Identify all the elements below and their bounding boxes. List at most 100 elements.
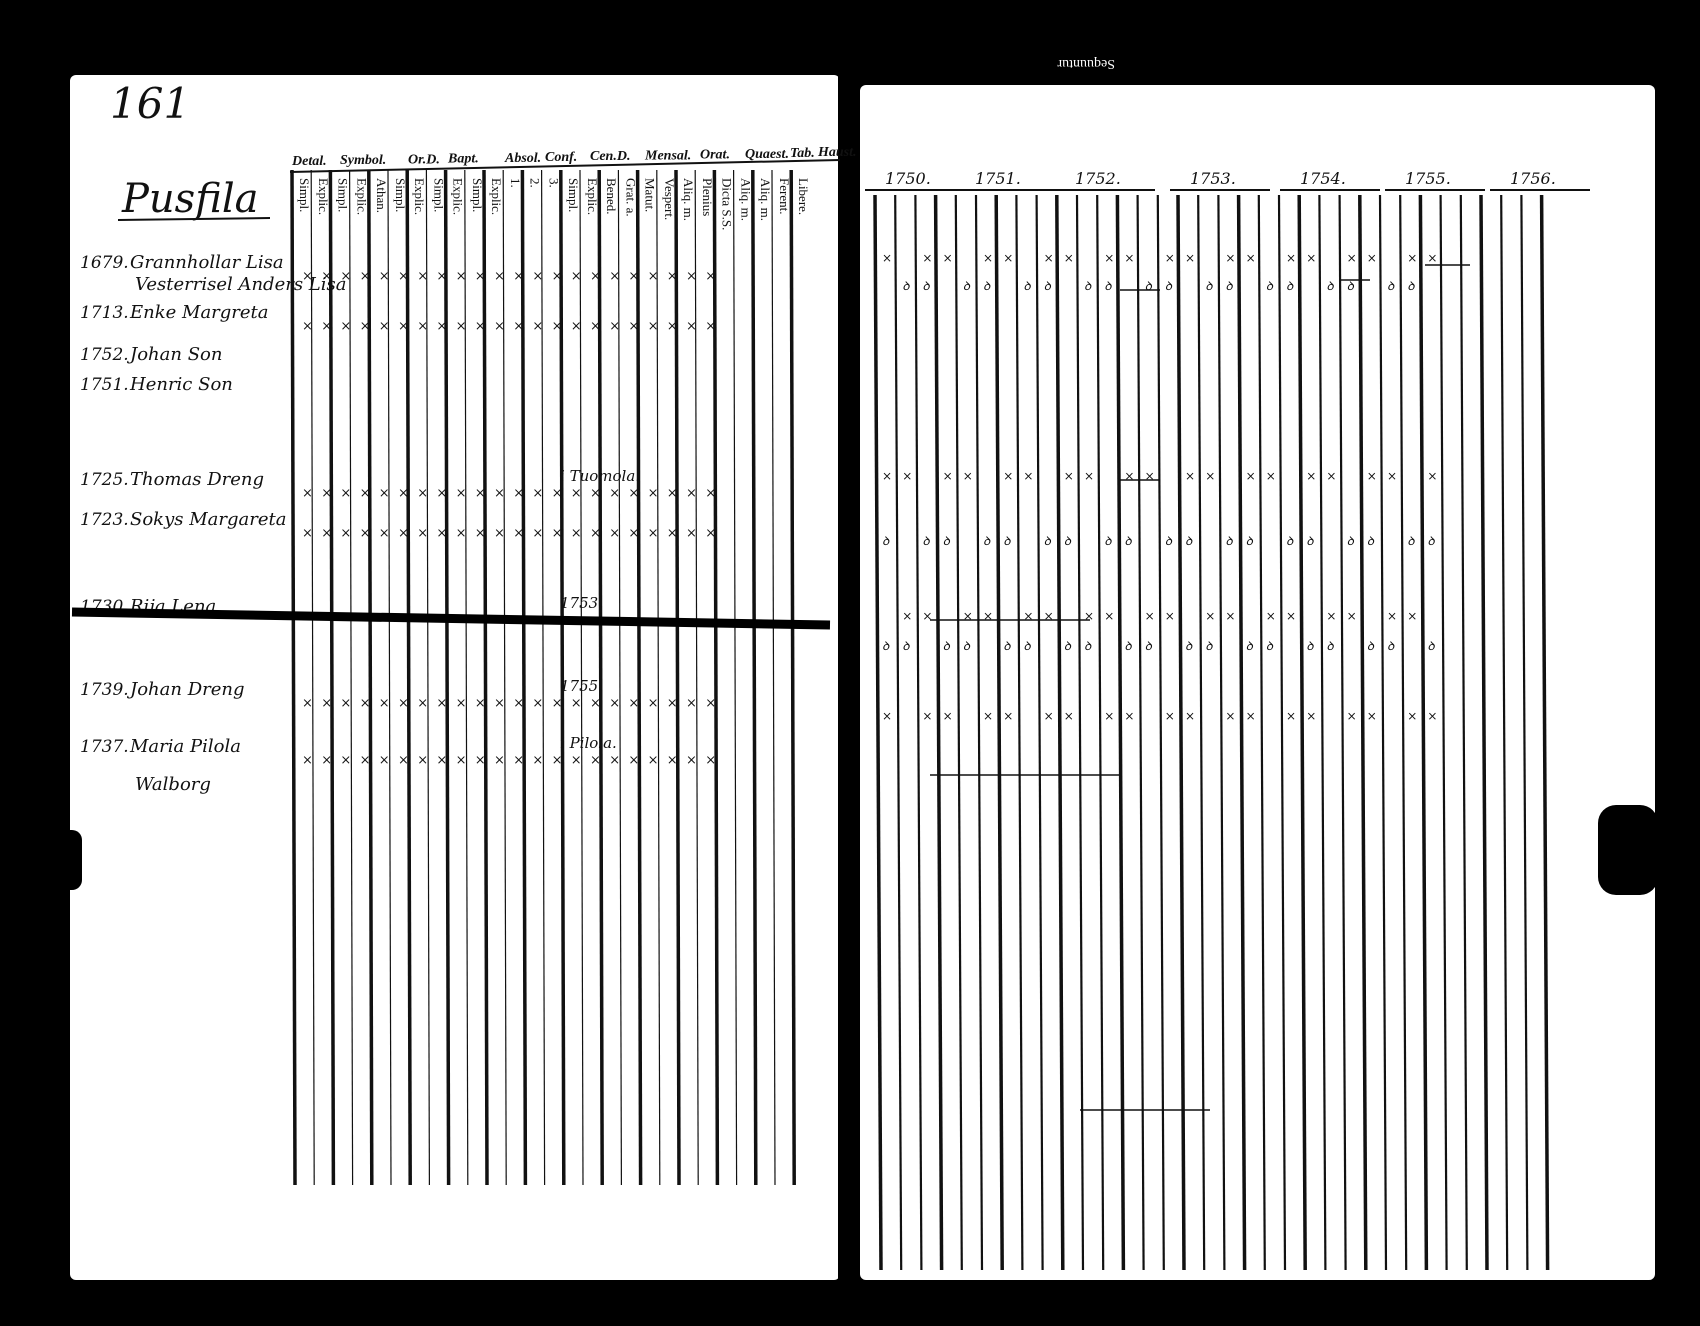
attendance-mark: × — [943, 469, 953, 483]
header-group: Symbol. — [340, 153, 386, 168]
birth-year: 1737. — [80, 737, 129, 757]
column-rule — [1500, 194, 1509, 1271]
attendance-mark: × — [1124, 251, 1134, 265]
sub-column-label: Explic. — [355, 178, 370, 215]
column-rule — [1115, 194, 1126, 1271]
person-name: Enke Margreta — [129, 302, 269, 323]
person-name: Johan Son — [126, 344, 222, 365]
column-rule — [1418, 194, 1429, 1271]
attendance-mark: ꝺ — [1225, 279, 1233, 293]
person-name: Grannhollar Lisa — [130, 252, 284, 273]
attendance-mark: ꝺ — [1387, 279, 1395, 293]
column-rule — [1378, 194, 1388, 1271]
sub-column-label: 2. — [527, 178, 542, 188]
column-rule — [914, 194, 923, 1271]
exam-mark: × — [571, 753, 582, 768]
attendance-mark: ꝺ — [1326, 639, 1334, 653]
exam-mark: × — [398, 319, 409, 334]
exam-mark: × — [532, 319, 543, 334]
exam-mark: × — [552, 696, 563, 711]
column-rule — [405, 169, 412, 1186]
sub-column-label: Simpl. — [393, 178, 408, 212]
exam-mark: × — [302, 753, 313, 768]
exam-mark: × — [552, 753, 563, 768]
exam-mark: × — [321, 526, 332, 541]
exam-mark: × — [628, 526, 639, 541]
exam-mark: × — [552, 319, 563, 334]
attendance-mark: × — [922, 609, 932, 623]
exam-mark: × — [513, 319, 524, 334]
column-rule — [1096, 194, 1105, 1271]
attendance-mark: ꝺ — [1367, 534, 1375, 548]
year-header: 1752. — [1075, 169, 1121, 188]
attendance-mark: × — [1104, 251, 1114, 265]
exam-mark: × — [379, 486, 390, 501]
sub-column-label: Simpl. — [470, 178, 485, 212]
exam-mark: × — [417, 526, 428, 541]
exam-mark: × — [705, 753, 716, 768]
header-group: Quaest. — [745, 147, 789, 162]
left-page — [70, 75, 840, 1280]
exam-mark: × — [686, 696, 697, 711]
exam-mark: × — [436, 696, 447, 711]
sub-column-label: Simpl. — [297, 178, 312, 212]
exam-mark: × — [436, 269, 447, 284]
exam-mark: × — [302, 696, 313, 711]
attendance-mark: × — [1023, 469, 1033, 483]
person-name: Henric Son — [129, 374, 233, 395]
exam-mark: × — [667, 696, 678, 711]
attendance-mark: ꝺ — [1044, 534, 1052, 548]
exam-mark: × — [360, 319, 371, 334]
attendance-mark: ꝺ — [1104, 279, 1112, 293]
attendance-mark: × — [1084, 469, 1094, 483]
entry-row: Walborg — [135, 774, 211, 795]
attendance-mark: ꝺ — [1064, 534, 1072, 548]
header-group: Tab. — [790, 146, 815, 161]
attendance-mark: ꝺ — [1165, 534, 1173, 548]
left-page-column-rules — [290, 169, 796, 1186]
attendance-mark: × — [1225, 609, 1235, 623]
attendance-mark: × — [1185, 469, 1195, 483]
column-rule — [1439, 194, 1448, 1271]
exam-mark: × — [513, 269, 524, 284]
year-header: 1753. — [1190, 169, 1236, 188]
exam-mark: × — [667, 526, 678, 541]
sub-column-label: Matut. — [643, 178, 658, 212]
birth-year: 1739. — [80, 680, 129, 700]
exam-mark: × — [494, 269, 505, 284]
attendance-mark: × — [1205, 469, 1215, 483]
column-rule — [789, 169, 796, 1186]
column-rule — [1176, 194, 1186, 1271]
entry-note: i Pilola. — [560, 734, 617, 752]
attendance-mark: × — [1023, 609, 1033, 623]
exam-mark: × — [456, 696, 467, 711]
column-rule — [751, 169, 758, 1186]
attendance-mark: ꝺ — [1347, 279, 1355, 293]
exam-mark: × — [379, 753, 390, 768]
column-rule — [894, 194, 903, 1271]
attendance-mark: ꝺ — [943, 639, 951, 653]
person-name: Thomas Dreng — [130, 469, 264, 490]
strike-line — [71, 607, 831, 630]
attendance-mark: × — [983, 609, 993, 623]
exam-mark: × — [340, 319, 351, 334]
sub-column-label: 3. — [547, 178, 562, 188]
exam-mark: × — [571, 269, 582, 284]
exam-mark: × — [590, 526, 601, 541]
attendance-mark: × — [1347, 709, 1357, 723]
column-rule — [1459, 194, 1468, 1271]
exam-mark: × — [456, 526, 467, 541]
column-rule — [1399, 194, 1408, 1271]
attendance-mark: ꝺ — [1266, 639, 1274, 653]
column-rule — [771, 169, 776, 1186]
entries: 1679.Grannhollar Lisa×××××××××××××××××××… — [80, 252, 716, 795]
column-rule — [1136, 194, 1145, 1271]
sub-column-label: Athan. — [374, 178, 389, 213]
attendance-mark: × — [1427, 709, 1437, 723]
exam-mark: × — [340, 486, 351, 501]
attendance-mark: ꝺ — [1003, 639, 1011, 653]
attendance-mark: ꝺ — [1266, 279, 1274, 293]
attendance-mark: × — [1367, 469, 1377, 483]
exam-mark: × — [609, 526, 620, 541]
